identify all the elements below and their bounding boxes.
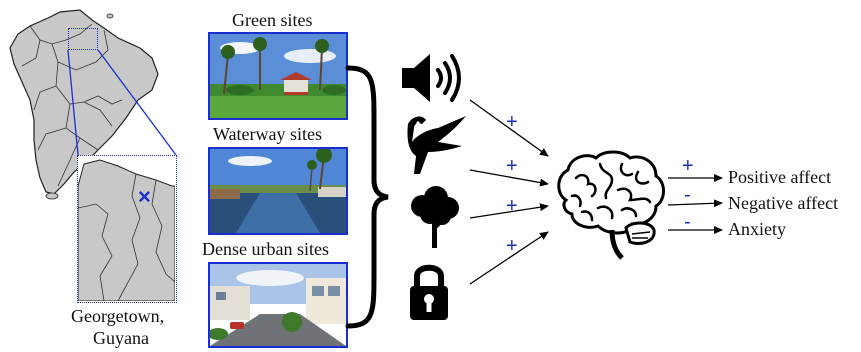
tree-icon — [406, 186, 462, 250]
arrow-negative — [667, 199, 723, 208]
sign-lock: + — [506, 235, 518, 257]
location-label-line1: Georgetown, — [71, 306, 165, 326]
locator-box — [68, 28, 98, 50]
brain-icon — [552, 150, 668, 260]
location-label-line2: Guyana — [93, 328, 149, 348]
arrow-speaker — [469, 99, 549, 157]
outcome-anxiety: Anxiety — [728, 219, 786, 239]
sign-anxiety: - — [684, 211, 691, 233]
site-label-green: Green sites — [232, 10, 313, 30]
arrow-tree — [469, 203, 549, 219]
grouping-brace — [345, 65, 389, 329]
sign-negative: - — [684, 184, 691, 206]
arrow-lock — [469, 231, 549, 285]
speaker-icon — [400, 52, 466, 104]
sign-parrot: + — [506, 155, 518, 177]
green-site-photo — [208, 32, 348, 120]
outcome-positive-affect: Positive affect — [728, 167, 832, 187]
site-label-urban: Dense urban sites — [202, 239, 329, 259]
sign-tree: + — [506, 195, 518, 217]
sign-positive: + — [682, 155, 694, 177]
site-label-waterway: Waterway sites — [213, 124, 323, 144]
urban-site-photo — [208, 262, 348, 348]
parrot-icon — [398, 112, 468, 178]
arrow-parrot — [469, 169, 549, 187]
inset-map: × — [77, 155, 177, 303]
outcome-negative-affect: Negative affect — [728, 193, 839, 213]
sign-speaker: + — [506, 111, 518, 133]
georgetown-marker: × — [138, 184, 151, 209]
south-america-map — [0, 0, 200, 205]
lock-icon — [408, 260, 450, 322]
waterway-site-photo — [208, 147, 348, 235]
